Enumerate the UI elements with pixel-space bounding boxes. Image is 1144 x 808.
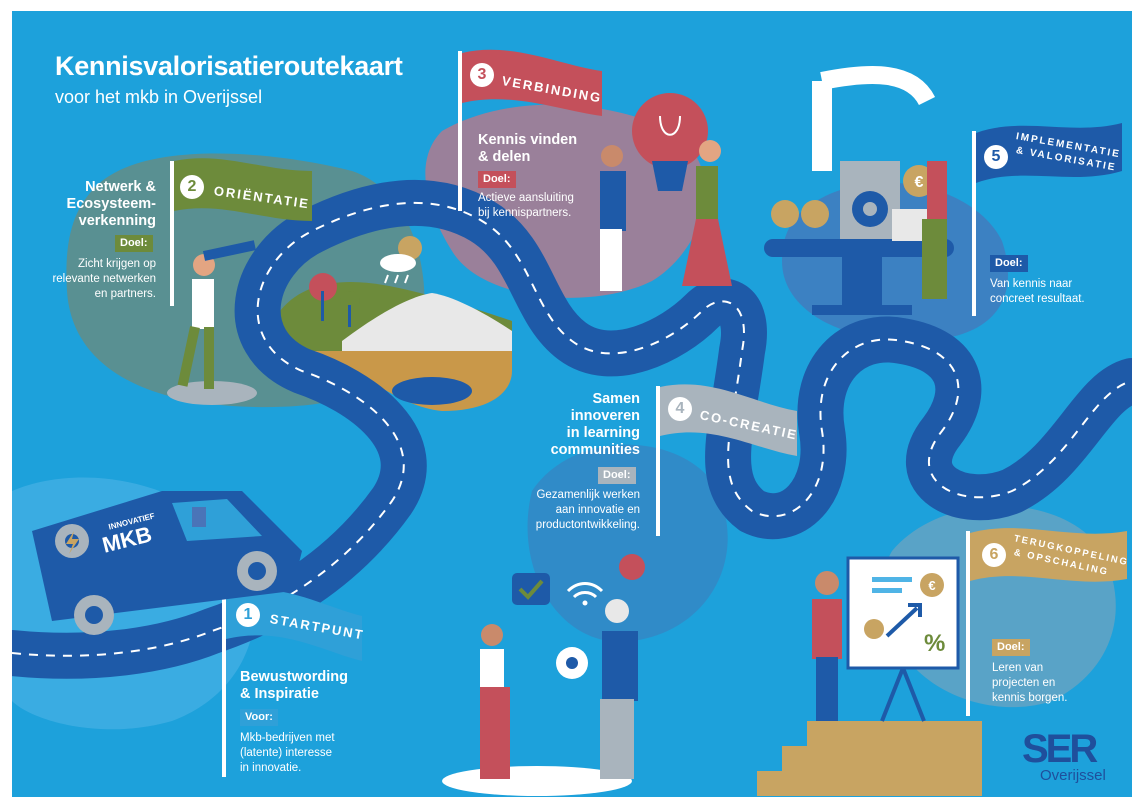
step-4-number: 4 <box>668 397 692 421</box>
flag-6-terugkoppeling <box>970 528 1127 582</box>
flag-3-verbinding <box>462 49 602 116</box>
wifi-icon <box>566 582 604 606</box>
lightbulb-icon <box>771 200 799 228</box>
presenter-stairs: € % <box>757 556 982 796</box>
lightbulb-icon <box>619 554 645 580</box>
page-subtitle: voor het mkb in Overijssel <box>55 87 263 107</box>
step-1-number: 1 <box>236 603 260 627</box>
cloud-rain-icon <box>380 254 416 284</box>
step-2-heading: Netwerk &Ecosysteem-verkenning <box>66 179 156 229</box>
step-1-tag: Voor: <box>240 709 278 726</box>
flag-2-orientatie <box>174 158 312 221</box>
gear-icon <box>852 191 888 227</box>
co-creation-people <box>442 554 645 796</box>
growth-arrow-icon <box>885 603 922 638</box>
ser-logo: SER <box>1022 727 1098 771</box>
implementation-blob <box>782 182 1008 341</box>
svg-text:%: % <box>924 630 945 657</box>
step-5-tag: Doel: <box>990 255 1028 272</box>
svg-text:€: € <box>915 174 924 191</box>
landscape-scene <box>280 273 512 411</box>
lightning-icon <box>66 531 79 554</box>
step-2-number: 2 <box>180 175 204 199</box>
step-2-tag: Doel: <box>115 235 153 252</box>
robot-assembly: € <box>764 66 954 315</box>
step-4-tag: Doel: <box>598 467 636 484</box>
ser-logo-region: Overijssel <box>1040 767 1106 784</box>
euro-coin-icon: € <box>920 573 944 597</box>
step-3-number: 3 <box>470 63 494 87</box>
person-telescope <box>167 240 257 405</box>
step-3-heading: Kennis vinden& delen <box>478 132 578 165</box>
sun-icon <box>398 236 422 260</box>
flag-4-cocreatie <box>660 384 797 456</box>
winding-road <box>12 179 1132 679</box>
route-map-illustration: € € % <box>12 49 1132 796</box>
checkmark-icon <box>512 573 550 605</box>
step-6-tag: Doel: <box>992 639 1030 656</box>
innovative-van <box>32 491 302 635</box>
step-6-number: 6 <box>982 543 1006 567</box>
svg-text:€: € <box>928 578 935 593</box>
step-5-number: 5 <box>984 145 1008 169</box>
step-1-heading: Bewustwording& Inspiratie <box>240 669 348 702</box>
gear-icon <box>556 647 588 679</box>
infographic-canvas: € € % <box>12 11 1132 797</box>
step-3-tag: Doel: <box>478 171 516 188</box>
lightbulb-icon <box>864 619 884 639</box>
flag-1-startpunt <box>226 588 362 661</box>
percent-icon: % <box>924 630 945 657</box>
flag-5-implementatie <box>976 123 1122 183</box>
cocreation-blob <box>527 444 728 642</box>
page-title: Kennisvalorisatieroutekaart <box>55 51 403 81</box>
people-with-lightbulb <box>600 93 732 291</box>
lightbulb-icon <box>801 200 829 228</box>
